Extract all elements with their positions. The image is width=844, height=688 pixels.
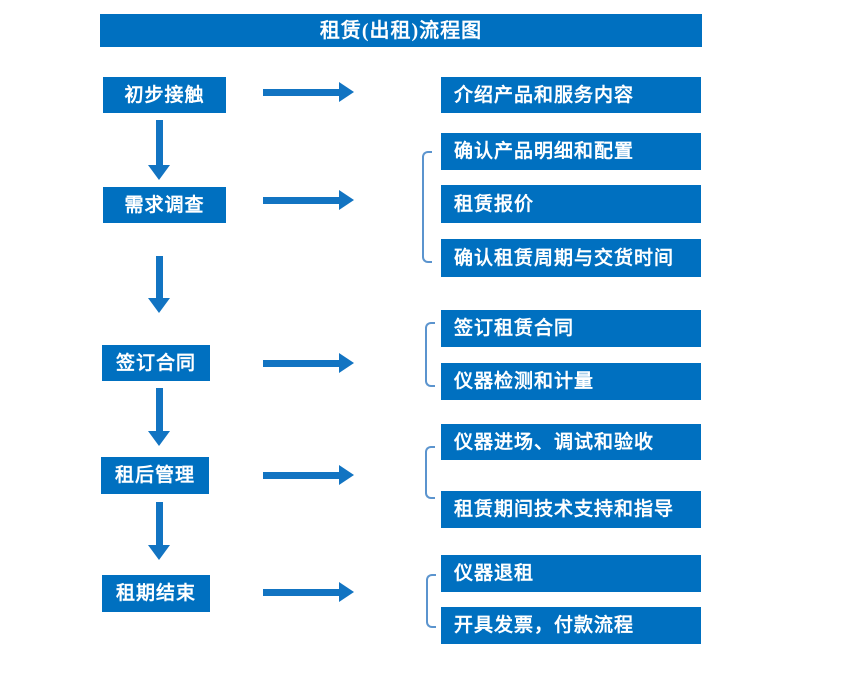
detail-box-technical-support-guidance: 租赁期间技术支持和指导	[441, 491, 701, 528]
bracket-stage4-details	[425, 446, 435, 499]
arrow-shaft	[263, 472, 339, 479]
arrow-right-stage2-icon	[263, 190, 354, 210]
arrow-head	[148, 431, 170, 446]
stage-box-initial-contact: 初步接触	[103, 77, 226, 113]
arrow-down-stage4-to-stage5-icon	[148, 502, 170, 560]
bracket-stage2-details	[422, 151, 432, 263]
detail-box-invoice-payment-process: 开具发票，付款流程	[441, 607, 701, 644]
arrow-head	[339, 465, 354, 485]
detail-label: 仪器检测和计量	[454, 371, 595, 392]
stage-label: 签订合同	[115, 352, 196, 374]
detail-box-sign-rental-contract: 签订租赁合同	[441, 310, 701, 347]
detail-label: 租赁期间技术支持和指导	[454, 499, 675, 520]
detail-box-confirm-period-delivery: 确认租赁周期与交货时间	[441, 239, 701, 277]
stage-label: 需求调查	[124, 194, 205, 216]
detail-box-introduce-products-services: 介绍产品和服务内容	[441, 77, 701, 113]
arrow-down-stage3-to-stage4-icon	[148, 388, 170, 446]
detail-box-instrument-return: 仪器退租	[441, 555, 701, 592]
arrow-shaft	[156, 502, 163, 545]
stage-label: 租期结束	[115, 583, 196, 604]
arrow-right-stage3-icon	[263, 353, 354, 373]
detail-label: 确认租赁周期与交货时间	[454, 247, 675, 269]
arrow-down-stage1-to-stage2-icon	[148, 120, 170, 180]
detail-label: 租赁报价	[454, 193, 535, 215]
detail-box-rental-quotation: 租赁报价	[441, 185, 701, 223]
stage-label: 租后管理	[114, 465, 195, 486]
diagram-title-bar: 租赁(出租)流程图	[100, 14, 702, 47]
arrow-shaft	[156, 120, 163, 165]
detail-label: 开具发票，付款流程	[454, 615, 635, 636]
arrow-head	[339, 82, 354, 102]
arrow-head	[148, 165, 170, 180]
arrow-head	[339, 353, 354, 373]
arrow-shaft	[263, 89, 339, 96]
arrow-head	[339, 190, 354, 210]
detail-box-instrument-testing-metering: 仪器检测和计量	[441, 363, 701, 400]
arrow-right-stage4-icon	[263, 465, 354, 485]
stage-box-rental-end: 租期结束	[102, 575, 210, 612]
arrow-head	[148, 545, 170, 560]
detail-box-instrument-entry-debug-acceptance: 仪器进场、调试和验收	[441, 424, 701, 460]
detail-label: 签订租赁合同	[454, 318, 575, 339]
arrow-right-stage1-icon	[263, 82, 354, 102]
arrow-right-stage5-icon	[263, 582, 354, 602]
stage-box-demand-survey: 需求调查	[103, 187, 226, 223]
arrow-shaft	[263, 589, 339, 596]
stage-label: 初步接触	[124, 84, 205, 106]
arrow-down-stage2-to-stage3-icon	[148, 256, 170, 313]
detail-label: 确认产品明细和配置	[454, 141, 635, 162]
detail-label: 仪器进场、调试和验收	[454, 431, 655, 453]
detail-label: 仪器退租	[454, 563, 535, 584]
stage-box-post-rental-management: 租后管理	[101, 457, 209, 494]
bracket-stage5-details	[426, 574, 436, 628]
stage-box-sign-contract: 签订合同	[102, 345, 210, 381]
arrow-head	[148, 298, 170, 313]
detail-label: 介绍产品和服务内容	[454, 84, 635, 106]
arrow-shaft	[156, 256, 163, 298]
arrow-shaft	[263, 197, 339, 204]
bracket-stage3-details	[425, 322, 435, 387]
diagram-title: 租赁(出租)流程图	[319, 19, 483, 42]
arrow-shaft	[263, 360, 339, 367]
arrow-shaft	[156, 388, 163, 431]
arrow-head	[339, 582, 354, 602]
detail-box-confirm-product-config: 确认产品明细和配置	[441, 133, 701, 170]
